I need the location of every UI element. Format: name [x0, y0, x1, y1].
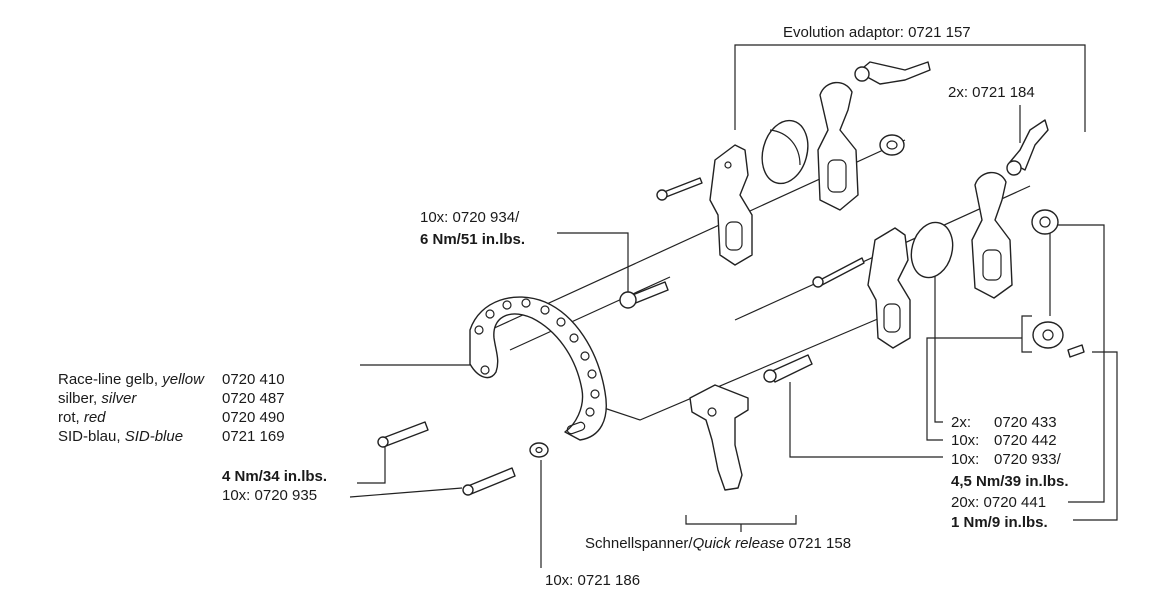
rotor-color-list: Race-line gelb, yellow 0720 410 silber, … [58, 371, 285, 445]
right-list-part: 0720 442 [994, 432, 1057, 449]
right-list-part: 0720 433 [994, 414, 1057, 431]
right-caliper-mount [867, 119, 1064, 349]
right-list-qty: 10x: [951, 451, 979, 468]
lever-qty-label: 2x: 0721 184 [948, 84, 1035, 101]
rotor-color-part: 0721 169 [222, 428, 285, 445]
rotor-color-part: 0720 487 [222, 390, 285, 407]
rotor-color-part: 0720 410 [222, 371, 285, 388]
screw-top-qty-label: 10x: 0720 934/ [420, 209, 520, 226]
right-qty-4-label: 20x: 0720 441 [951, 494, 1046, 511]
leader-lines [349, 44, 1118, 568]
right-list-qty: 10x: [951, 432, 979, 449]
rotor-color-name: Race-line gelb, yellow [58, 371, 205, 388]
rotor-color-name: SID-blau, SID-blue [58, 428, 183, 445]
quick-release-label: Schnellspanner/Quick release 0721 158 [585, 535, 851, 552]
washer-qty-label: 10x: 0721 186 [545, 572, 640, 589]
rotor-color-part: 0720 490 [222, 409, 285, 426]
rotor-bolt-torque-label: 4 Nm/34 in.lbs. [222, 468, 327, 485]
bolts-and-washers [377, 177, 1085, 496]
left-caliper-mount [709, 61, 931, 266]
right-list-qty: 2x: [951, 414, 971, 431]
right-list-part: 0720 933/ [994, 451, 1062, 468]
right-torque-1-label: 4,5 Nm/39 in.lbs. [951, 473, 1069, 490]
rotor-part [469, 296, 607, 441]
rotor-bolt-qty-label: 10x: 0720 935 [222, 487, 317, 504]
rotor-color-name: silber, silver [58, 390, 137, 407]
right-torque-2-label: 1 Nm/9 in.lbs. [951, 514, 1048, 531]
assembly-axis-lines [489, 139, 1031, 421]
right-parts-list: 2x: 0720 433 10x: 0720 442 10x: 0720 933… [951, 414, 1069, 531]
callout-labels: Evolution adaptor: 0721 157 2x: 0721 184… [58, 24, 1069, 589]
quick-release-part [689, 384, 749, 491]
evolution-adaptor-label: Evolution adaptor: 0721 157 [783, 24, 971, 41]
rotor-color-name: rot, red [58, 409, 106, 426]
screw-top-torque-label: 6 Nm/51 in.lbs. [420, 231, 525, 248]
